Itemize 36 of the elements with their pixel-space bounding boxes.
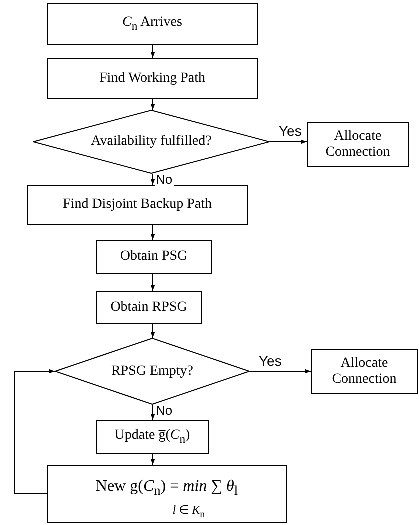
node-label: New g(C$_{n}$) = min ∑ θ$_{l}$ bbox=[96, 478, 238, 498]
sum-index: l ∈ K$_{n}$ bbox=[172, 504, 206, 520]
arrow bbox=[150, 224, 156, 240]
arrow bbox=[14, 369, 56, 494]
node-label: Update g̅(C$_{n}$) bbox=[114, 428, 190, 446]
process-box bbox=[47, 3, 258, 45]
arrow bbox=[150, 324, 156, 338]
process-box bbox=[96, 291, 202, 324]
node-label: RPSG Empty? bbox=[111, 364, 194, 380]
process-box bbox=[96, 420, 209, 454]
node-label: Find Disjoint Backup Path bbox=[63, 197, 212, 213]
arrow bbox=[150, 274, 156, 292]
arrow bbox=[150, 454, 156, 466]
node-label: Obtain RPSG bbox=[110, 300, 188, 316]
arrow bbox=[270, 140, 308, 144]
arrow bbox=[150, 44, 156, 58]
edge-label: No bbox=[155, 404, 174, 417]
node-label: C$_{n}$ Arrives bbox=[122, 14, 182, 34]
node-label: Find Working Path bbox=[100, 70, 206, 86]
process-box bbox=[27, 185, 248, 225]
process-box bbox=[311, 349, 418, 394]
process-box bbox=[307, 122, 409, 167]
arrow bbox=[250, 369, 312, 374]
node-label: Obtain PSG bbox=[120, 249, 188, 265]
arrow bbox=[150, 98, 156, 110]
arrow bbox=[150, 174, 156, 186]
edge-label: No bbox=[155, 173, 174, 186]
node-label: Allocate Connection bbox=[324, 129, 392, 160]
edge-label: Yes bbox=[278, 124, 303, 138]
node-label: Availability fulfilled? bbox=[91, 134, 212, 150]
process-box bbox=[47, 465, 287, 523]
process-box bbox=[47, 58, 258, 99]
node-label: Allocate Connection bbox=[331, 356, 398, 387]
edge-label: Yes bbox=[258, 354, 283, 368]
process-box bbox=[96, 240, 212, 274]
arrow bbox=[150, 404, 156, 420]
